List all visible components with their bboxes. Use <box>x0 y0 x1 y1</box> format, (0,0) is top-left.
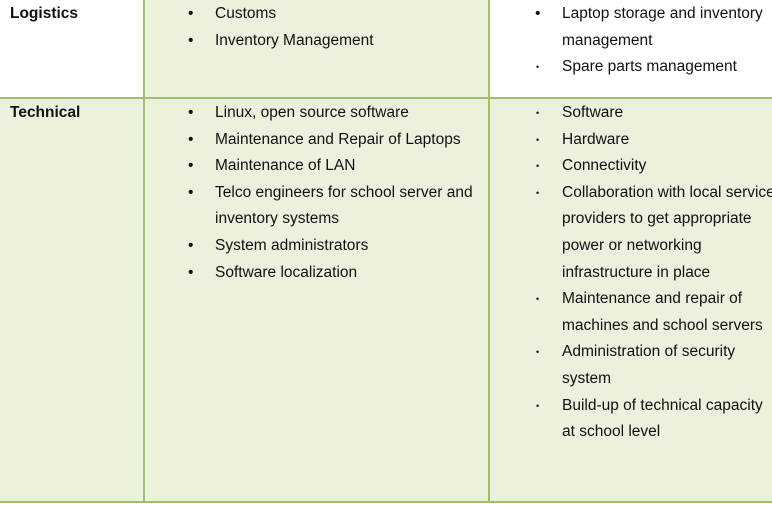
list-item: •Software <box>536 104 624 121</box>
list-item: •Maintenance and repair of machines and … <box>536 290 763 334</box>
list-item: •Connectivity <box>536 157 647 175</box>
cell-technical-col3: •Software •Hardware •Connectivity •Colla… <box>488 97 772 503</box>
list-item: •Laptop storage and inventory management <box>535 5 763 49</box>
list-item: •Administration of security system <box>536 343 736 387</box>
list-item: •System administrators <box>188 236 369 254</box>
cell-logistics-col2: •Customs •Inventory Management <box>143 0 490 99</box>
list-item: •Build-up of technical capacity at schoo… <box>536 396 763 441</box>
list-item: •Linux, open source software <box>188 104 409 121</box>
list-item: •Inventory Management <box>188 31 374 49</box>
list-item: •Maintenance of LAN <box>188 157 356 175</box>
cell-logistics-col3: •Laptop storage and inventory management… <box>488 0 772 99</box>
list-item: •Customs <box>188 5 277 22</box>
bullet-list: •Customs •Inventory Management <box>188 1 480 54</box>
bullet-list: •Laptop storage and inventory management… <box>535 1 772 81</box>
cell-technical-label: Technical <box>0 97 145 503</box>
cell-technical-col2: •Linux, open source software •Maintenanc… <box>143 97 490 503</box>
list-item: •Software localization <box>188 263 358 281</box>
bullet-list: •Linux, open source software •Maintenanc… <box>188 100 480 286</box>
cell-logistics-label: Logistics <box>0 0 145 99</box>
row-label: Logistics <box>10 5 79 22</box>
list-item: •Telco engineers for school server and i… <box>188 183 473 228</box>
list-item: •Maintenance and Repair of Laptops <box>188 130 461 148</box>
list-item: •Collaboration with local service provid… <box>536 183 772 281</box>
list-item: •Spare parts management <box>536 58 737 76</box>
bullet-list: •Software •Hardware •Connectivity •Colla… <box>536 100 772 446</box>
list-item: •Hardware <box>536 130 630 148</box>
row-label: Technical <box>10 104 81 121</box>
